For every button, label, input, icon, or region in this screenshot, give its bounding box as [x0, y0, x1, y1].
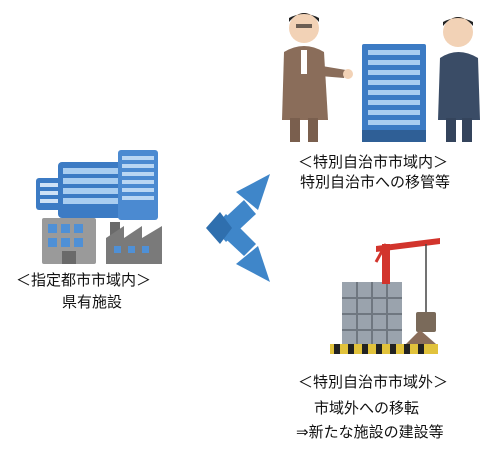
left-group-subtitle: 県有施設	[62, 293, 123, 311]
office-buildings-icon	[36, 150, 158, 220]
construction-crane-icon	[330, 238, 440, 354]
skyscraper-icon	[362, 44, 426, 142]
left-group-heading: ＜指定都市市域内＞	[16, 271, 152, 289]
bottom-right-group-heading: ＜特別自治市市域外＞	[298, 373, 449, 391]
top-right-group-heading: ＜特別自治市市域内＞	[298, 153, 449, 171]
top-right-group-subtitle: 特別自治市への移管等	[300, 173, 451, 191]
bottom-right-group-line1: 市域外への移転	[314, 399, 420, 417]
businessmen-handshake-icon	[282, 13, 480, 142]
public-building-icon	[42, 218, 96, 264]
bottom-right-group-line2: ⇒新たな施設の建設等	[296, 423, 444, 441]
bidirectional-arrow-icon	[206, 174, 270, 282]
factory-icon	[106, 222, 162, 264]
